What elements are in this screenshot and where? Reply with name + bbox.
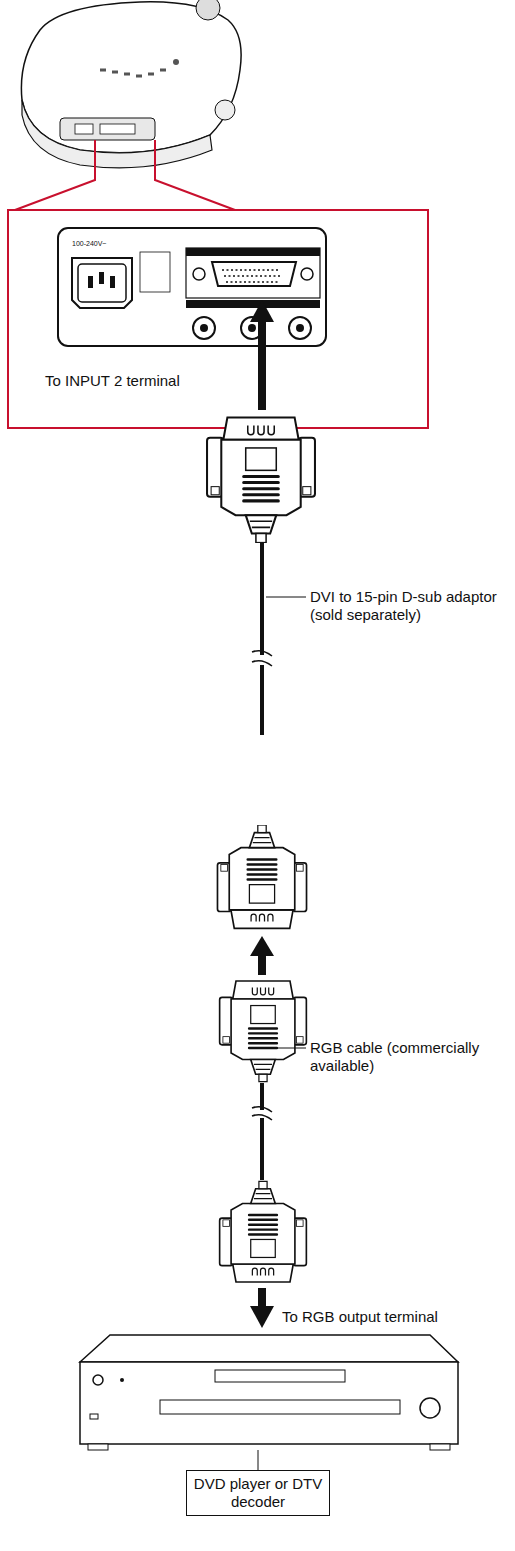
- connection-note: To INPUT 2 terminal: [45, 372, 180, 390]
- part-name: RGB cable (commercially available): [310, 1039, 480, 1075]
- connection-note: To RGB output terminal: [282, 1308, 438, 1326]
- part-name: DVI to 15-pin D-sub adaptor (sold separa…: [310, 588, 500, 624]
- device-box: DVD player or DTV decoder: [186, 1470, 330, 1516]
- device-name: DVD player or DTV decoder: [193, 1475, 323, 1511]
- voltage-marking: 100-240V~: [72, 240, 106, 248]
